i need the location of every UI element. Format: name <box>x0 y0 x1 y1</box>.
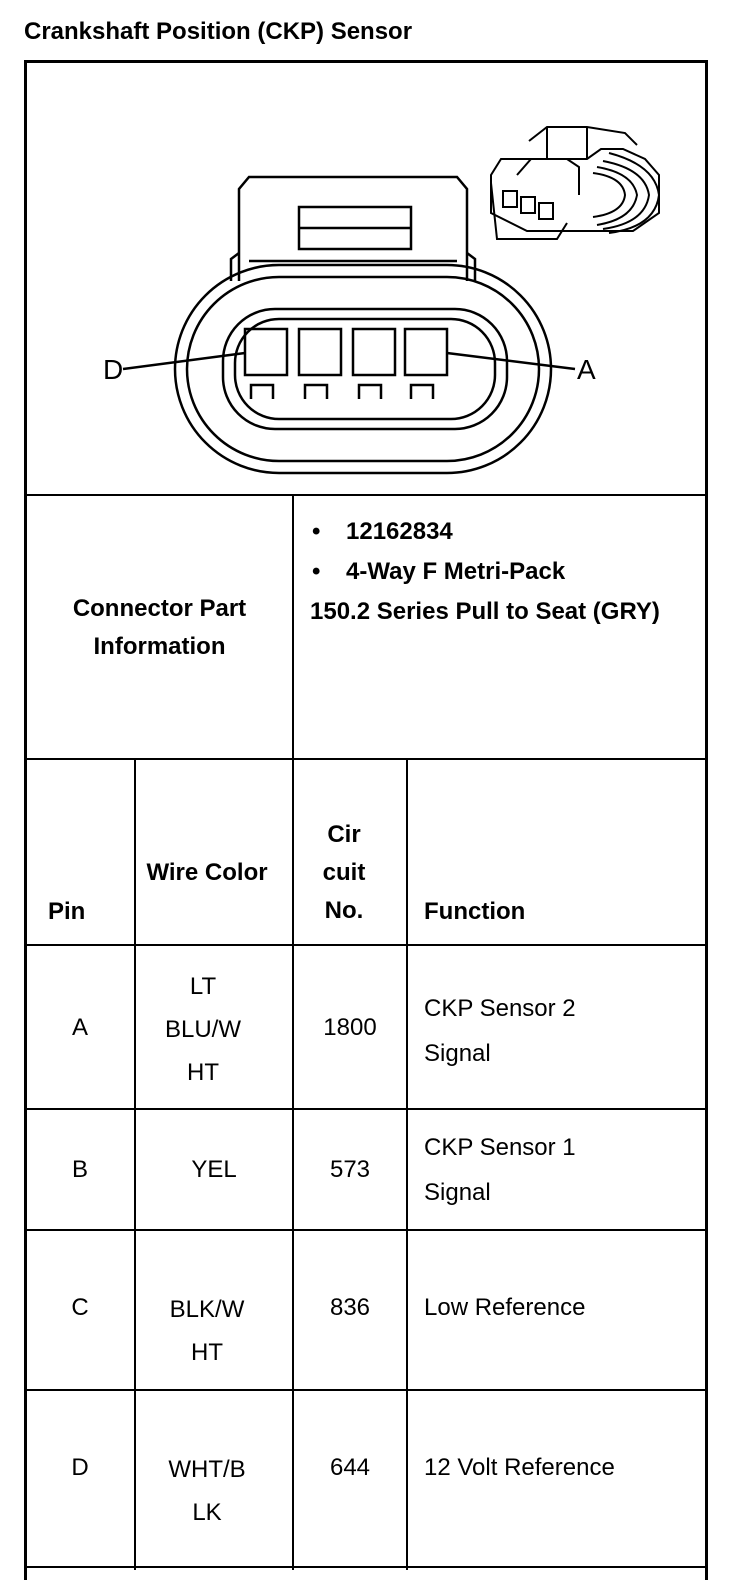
divider <box>134 758 136 1570</box>
circuit-b: 573 <box>329 1156 371 1183</box>
wire-color-a: LT BLU/W HT <box>164 973 241 1086</box>
pin-label-a: A <box>577 354 596 385</box>
divider <box>406 758 408 1570</box>
circuit-a: 1800 <box>323 1014 377 1041</box>
wire-color-d: WHT/B LK <box>168 1456 246 1526</box>
connector-perspective-icon <box>490 126 661 240</box>
connector-part-info-label: Connector Part Information <box>72 595 247 660</box>
header-function: Function <box>424 898 526 925</box>
part-number: 12162834 <box>296 512 696 552</box>
pin-label-d: D <box>103 354 123 385</box>
connector-series: 150.2 Series Pull to Seat (GRY) <box>310 598 660 625</box>
header-wire-color: Wire Color <box>146 859 268 886</box>
pin-b: B <box>71 1156 88 1183</box>
divider <box>24 494 708 496</box>
pin-c: C <box>71 1294 89 1321</box>
connector-type: 4-Way F Metri-Pack <box>296 552 696 592</box>
function-c: Low Reference <box>424 1294 586 1321</box>
function-d: 12 Volt Reference <box>424 1454 615 1481</box>
divider <box>24 758 708 760</box>
divider <box>24 1108 708 1110</box>
divider <box>24 944 708 946</box>
connector-part-info-value: 12162834 4-Way F Metri-Pack 150.2 Series… <box>296 512 696 632</box>
connector-diagram: D A <box>103 126 661 475</box>
pin-a: A <box>71 1014 88 1041</box>
divider <box>24 1389 708 1391</box>
connector-table-frame <box>24 60 708 1580</box>
function-b: CKP Sensor 1 Signal <box>424 1134 576 1206</box>
circuit-d: 644 <box>329 1454 371 1481</box>
wire-color-b: YEL <box>191 1156 237 1183</box>
header-pin: Pin <box>48 898 86 925</box>
circuit-c: 836 <box>329 1294 371 1321</box>
function-a: CKP Sensor 2 Signal <box>424 995 576 1067</box>
wire-color-c: BLK/W HT <box>169 1296 245 1366</box>
pin-d: D <box>71 1454 89 1481</box>
page-title: Crankshaft Position (CKP) Sensor <box>24 18 413 45</box>
divider <box>24 1229 708 1231</box>
header-circuit-no: Cir cuit No. <box>322 821 366 924</box>
part-number-list: 12162834 4-Way F Metri-Pack <box>296 512 696 592</box>
divider <box>24 1566 708 1568</box>
divider <box>292 494 294 1570</box>
